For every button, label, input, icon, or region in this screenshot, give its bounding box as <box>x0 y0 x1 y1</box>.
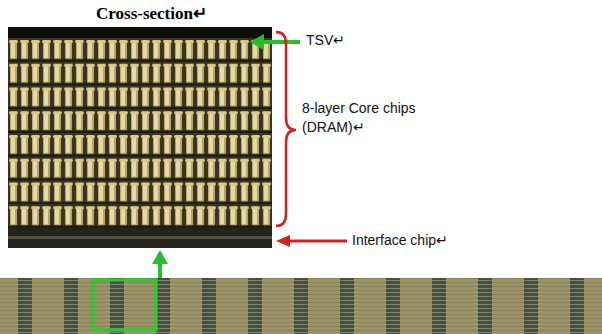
layer-brace <box>276 32 296 226</box>
interface-chip-line <box>8 236 272 239</box>
tsv-arrowhead <box>250 34 264 50</box>
part-label: Interface chip↵ <box>352 231 552 250</box>
interface-arrow <box>288 240 347 243</box>
zoom-arrow <box>158 262 162 278</box>
figure-title: Cross-section↵ <box>96 3 207 24</box>
part-label: 8-layer Core chips (DRAM)↵ <box>302 99 452 137</box>
zoom-square <box>93 280 156 330</box>
tsv-arrow <box>262 40 300 44</box>
interface-chip-band <box>8 228 272 248</box>
overview-strip <box>0 278 602 334</box>
zoom-arrowhead <box>152 250 168 264</box>
part-label: TSV↵ <box>306 31 426 50</box>
interface-arrowhead <box>276 235 290 247</box>
photo-frame <box>8 27 272 248</box>
core-chip-layers <box>8 38 272 228</box>
